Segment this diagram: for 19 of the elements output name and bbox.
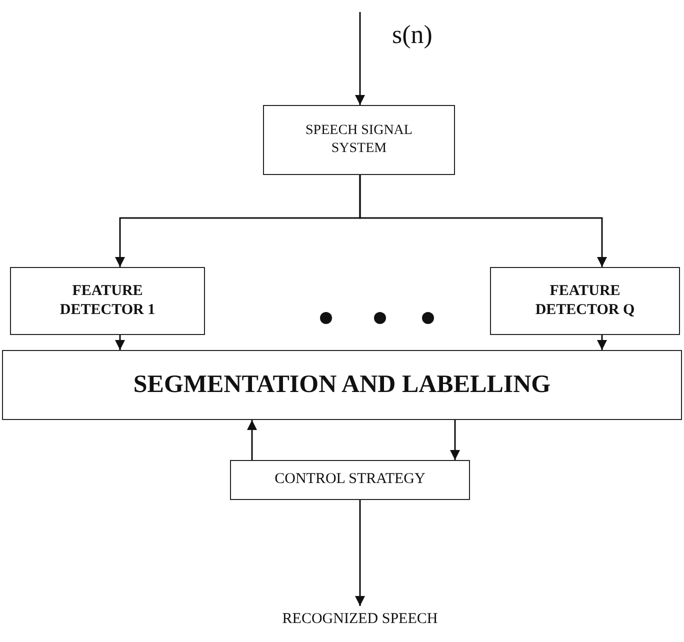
box-label: SEGMENTATION AND LABELLING [133,370,551,400]
box-label: SPEECH SIGNAL SYSTEM [304,122,414,158]
process-box [263,105,455,175]
box-label: CONTROL STRATEGY [274,470,426,490]
process-box [10,267,205,335]
arrow [359,175,607,267]
process-box [230,460,470,500]
arrow [115,335,125,350]
arrow [247,420,257,460]
edge-label: s(n) [392,22,432,48]
arrow [597,335,607,350]
arrow [450,420,460,460]
box-label: FEATURE DETECTOR Q [534,282,636,320]
arrow [355,500,365,606]
output-text: RECOGNIZED SPEECH [282,610,438,630]
process-box [490,267,680,335]
box-label: FEATURE DETECTOR 1 [58,282,156,320]
process-box [2,350,682,420]
arrow [355,12,365,105]
